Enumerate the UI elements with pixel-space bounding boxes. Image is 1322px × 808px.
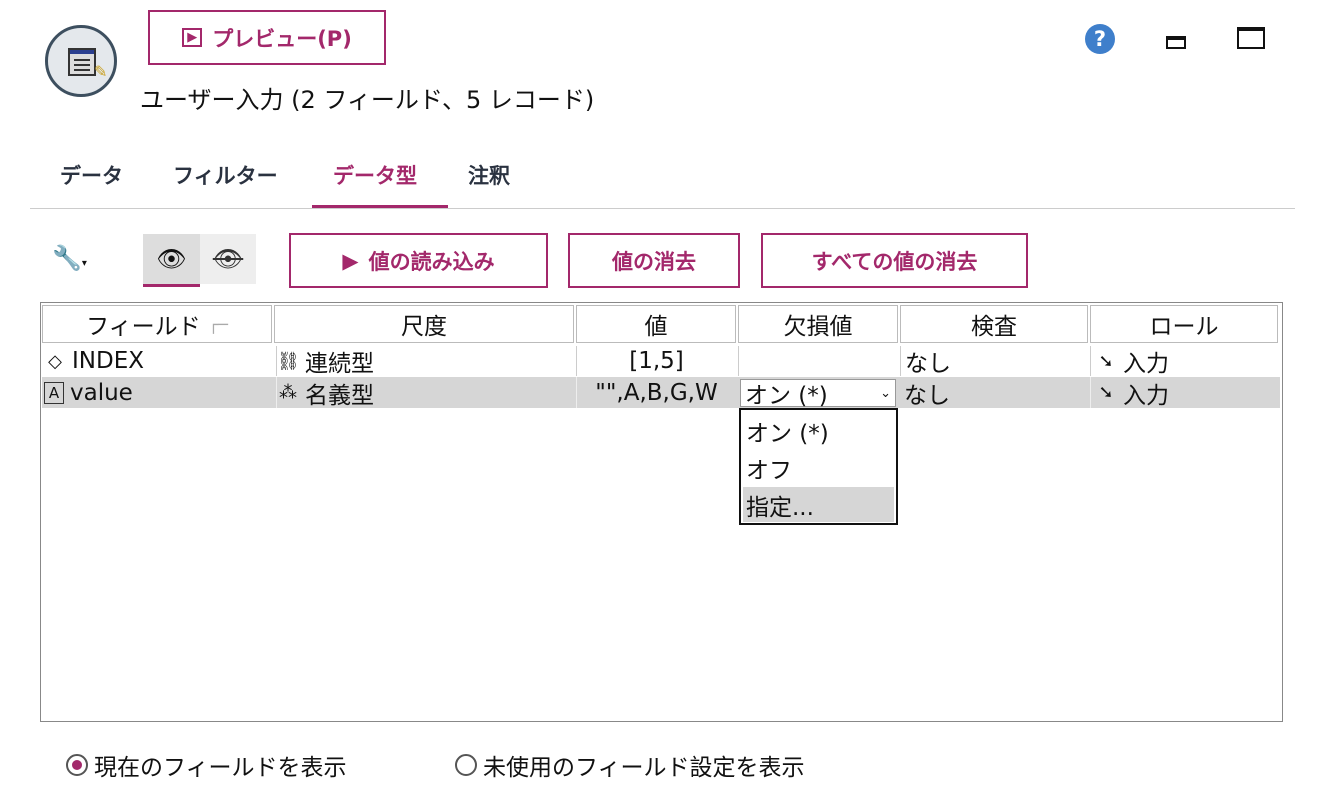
tab-data[interactable]: データ [60,164,123,188]
input-arrow-icon: ➘ [1098,382,1114,403]
clear-all-values-button[interactable]: すべての値の消去 [761,233,1028,288]
dropdown-option-on[interactable]: オン (*) [746,421,829,447]
play-icon: ▶ [182,28,203,47]
radio-selected-icon [66,754,88,776]
column-header-missing[interactable]: 欠損値 [738,305,898,343]
input-arrow-icon: ➘ [1098,350,1114,372]
ruler-icon: ⛓ [277,350,300,372]
tab-filter[interactable]: フィルター [173,164,278,188]
column-header-check[interactable]: 検査 [900,305,1088,343]
clear-values-button[interactable]: 値の消去 [568,233,740,288]
tab-types[interactable]: データ型 [333,164,417,188]
active-tab-indicator [312,205,448,209]
column-header-field[interactable]: フィールド┌─ [42,305,272,343]
preview-button[interactable]: ▶プレビュー(P) [148,10,386,65]
tab-annotations[interactable]: 注釈 [468,164,510,188]
node-icon: ✎ [45,25,117,97]
hide-fields-eye-slash-icon[interactable]: 👁 [200,234,256,284]
show-fields-eye-icon[interactable]: 👁 [143,234,200,287]
dropdown-option-off[interactable]: オフ [746,458,792,484]
selected-row-bg [42,377,1280,408]
column-header-values[interactable]: 値 [576,305,736,343]
radio-icon [455,754,477,776]
divider [30,208,1295,209]
wrench-icon[interactable]: 🔧▾ [52,244,87,272]
dropdown-option-specify[interactable]: 指定... [743,487,894,522]
missing-values-dropdown: オン (*) オフ 指定... [739,408,898,525]
nominal-icon: ⁂ [279,382,297,403]
minimize-icon[interactable] [1166,36,1186,49]
show-unused-fields-radio[interactable]: 未使用のフィールド設定を表示 [455,748,805,782]
missing-values-select[interactable]: オン (*)⌄ [740,379,896,409]
column-header-measure[interactable]: 尺度 [274,305,574,343]
maximize-icon[interactable] [1237,27,1265,49]
question-circle-icon[interactable]: ? [1085,24,1115,54]
column-header-role[interactable]: ロール [1090,305,1278,343]
string-A-icon: A [44,381,64,404]
show-current-fields-radio[interactable]: 現在のフィールドを表示 [66,748,347,782]
read-values-button[interactable]: ▶値の読み込み [289,233,548,288]
chevron-down-icon: ⌄ [880,385,891,401]
diamond-icon: ◇ [48,350,62,372]
types-table [40,302,1283,722]
play-icon: ▶ [342,248,359,273]
node-title: ユーザー入力 (2 フィールド、5 レコード) [140,86,595,114]
